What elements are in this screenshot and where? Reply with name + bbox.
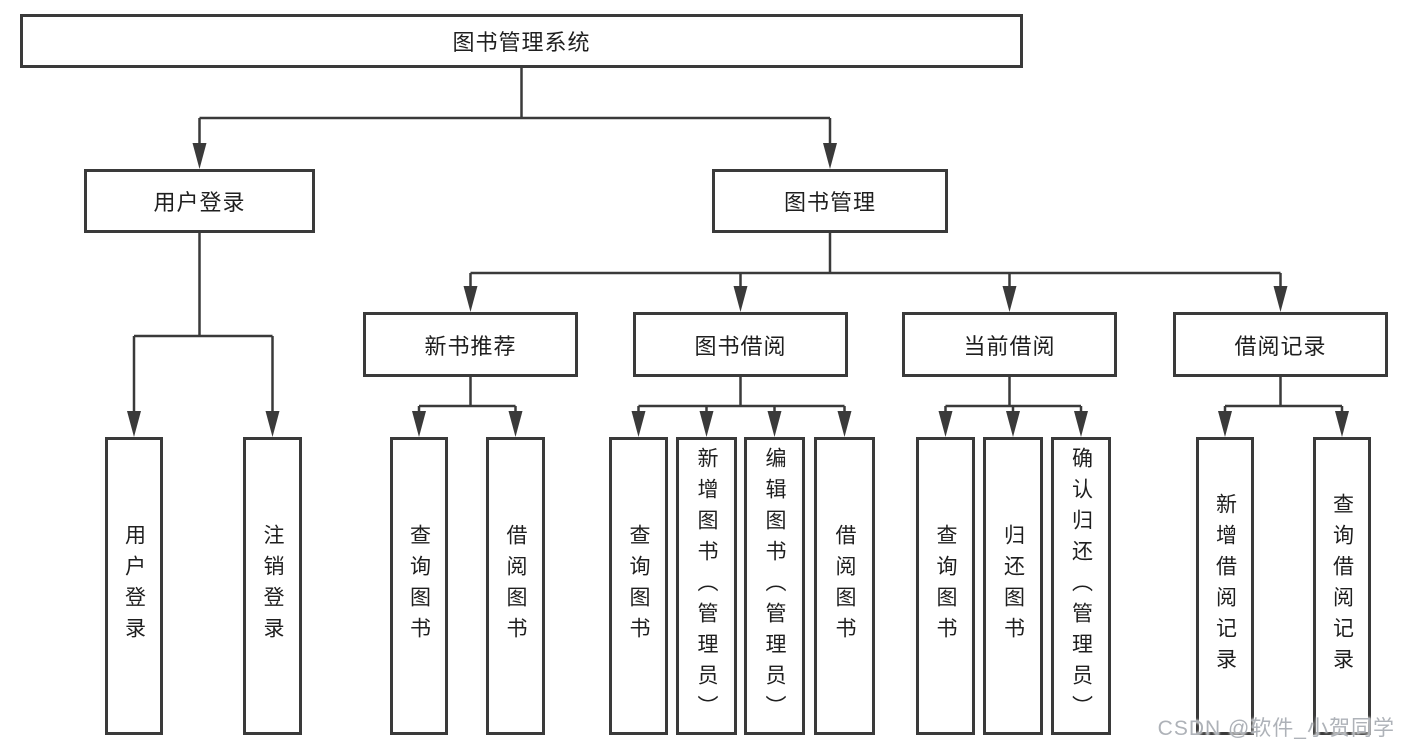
- leaf-borrow-books-label: 借阅图书: [833, 524, 856, 648]
- leaf-query-books-current-label: 查询图书: [934, 524, 957, 648]
- leaf-query-books-recommend-label: 查询图书: [407, 524, 431, 648]
- leaf-query-books-borrow-label: 查询图书: [627, 524, 650, 648]
- node-book-borrow-label: 图书借阅: [694, 333, 787, 359]
- leaf-return-books-label: 归还图书: [1001, 524, 1025, 648]
- leaf-edit-book-admin: 编辑图书（管理员）: [744, 437, 805, 735]
- leaf-logout: 注销登录: [243, 437, 302, 735]
- leaf-borrow-books: 借阅图书: [814, 437, 875, 735]
- leaf-add-book-admin: 新增图书（管理员）: [676, 437, 737, 735]
- node-user-login: 用户登录: [84, 169, 315, 233]
- leaf-add-book-admin-label: 新增图书（管理员）: [695, 446, 718, 726]
- leaf-confirm-return-admin-label: 确认归还（管理员）: [1069, 446, 1093, 726]
- arrowheads: [127, 143, 1349, 437]
- leaf-query-books-recommend: 查询图书: [390, 437, 448, 735]
- leaf-confirm-return-admin: 确认归还（管理员）: [1051, 437, 1111, 735]
- leaf-query-books-current: 查询图书: [916, 437, 975, 735]
- leaf-borrow-books-recommend-label: 借阅图书: [504, 524, 527, 648]
- leaf-borrow-books-recommend: 借阅图书: [486, 437, 545, 735]
- leaf-return-books: 归还图书: [983, 437, 1043, 735]
- leaf-edit-book-admin-label: 编辑图书（管理员）: [763, 446, 786, 726]
- leaf-query-books-borrow: 查询图书: [609, 437, 668, 735]
- leaf-user-login-label: 用户登录: [122, 524, 146, 648]
- node-borrow-records: 借阅记录: [1173, 312, 1388, 377]
- leaf-user-login: 用户登录: [105, 437, 163, 735]
- csdn-watermark: CSDN @软件_小贺同学: [1157, 717, 1395, 740]
- node-current-borrow-label: 当前借阅: [963, 333, 1056, 359]
- leaf-query-borrow-record: 查询借阅记录: [1313, 437, 1371, 735]
- node-new-book-recommend-label: 新书推荐: [424, 333, 517, 359]
- leaf-add-borrow-record-label: 新增借阅记录: [1213, 493, 1237, 679]
- leaf-query-borrow-record-label: 查询借阅记录: [1330, 493, 1354, 679]
- node-new-book-recommend: 新书推荐: [363, 312, 578, 377]
- node-library-system-label: 图书管理系统: [452, 30, 591, 55]
- node-book-management-label: 图书管理: [783, 190, 876, 215]
- node-user-login-label: 用户登录: [153, 190, 246, 215]
- node-book-borrow: 图书借阅: [633, 312, 848, 377]
- leaf-logout-label: 注销登录: [261, 524, 284, 648]
- node-current-borrow: 当前借阅: [902, 312, 1117, 377]
- node-borrow-records-label: 借阅记录: [1234, 333, 1327, 359]
- leaf-add-borrow-record: 新增借阅记录: [1196, 437, 1254, 735]
- node-book-management: 图书管理: [712, 169, 948, 233]
- node-library-system: 图书管理系统: [20, 14, 1023, 68]
